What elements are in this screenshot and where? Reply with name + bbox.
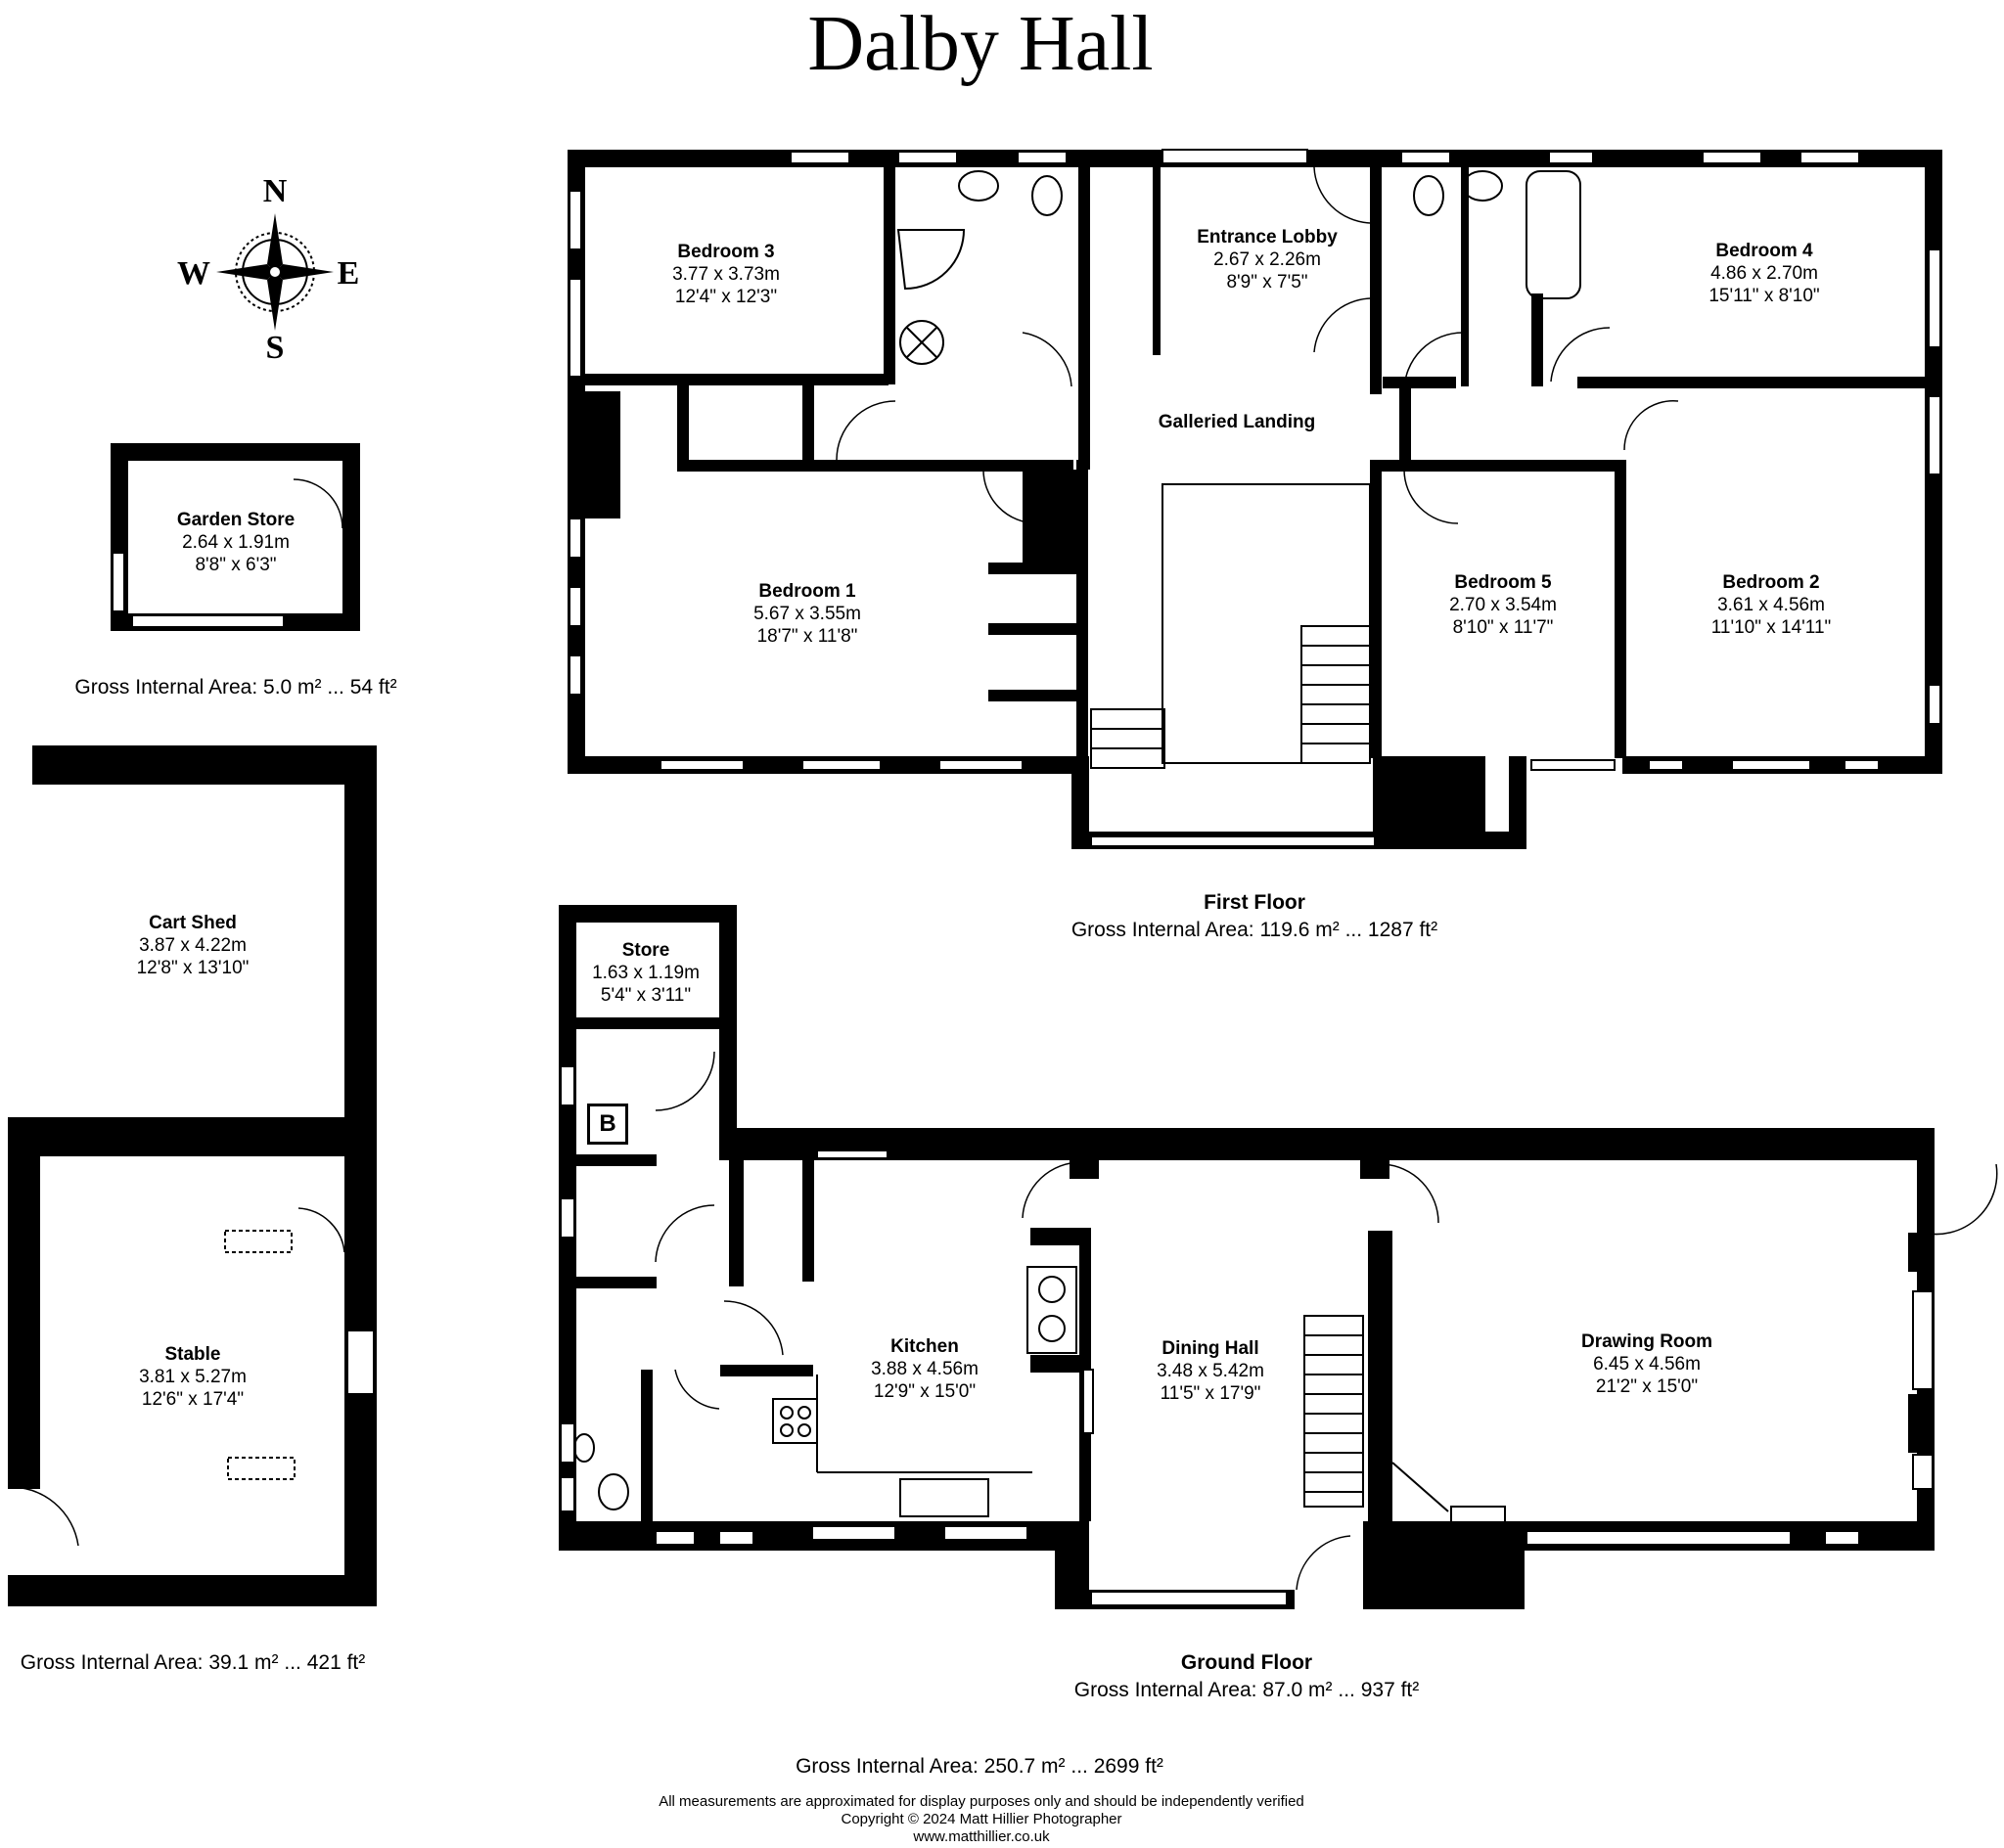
room-label-store: Store 1.63 x 1.19m 5'4" x 3'11" (592, 939, 700, 1007)
room-metric: 3.61 x 4.56m (1717, 595, 1825, 615)
room-name: Dining Hall (1161, 1338, 1259, 1359)
room-name: Garden Store (176, 510, 296, 530)
room-metric: 3.48 x 5.42m (1157, 1361, 1264, 1381)
room-name: Galleried Landing (1158, 412, 1316, 432)
compass-south: S (265, 330, 285, 366)
room-label-bedroom1: Bedroom 1 5.67 x 3.55m 18'7" x 11'8" (753, 580, 861, 648)
room-label-garden-store: Garden Store 2.64 x 1.91m 8'8" x 6'3" (177, 509, 295, 576)
room-metric: 5.67 x 3.55m (753, 604, 861, 624)
room-name: Bedroom 5 (1454, 572, 1552, 593)
room-metric: 3.87 x 4.22m (139, 935, 247, 956)
room-label-stable: Stable 3.81 x 5.27m 12'6" x 17'4" (139, 1343, 247, 1411)
compass-north: N (262, 173, 288, 209)
room-name: Cart Shed (149, 913, 237, 933)
room-imperial: 18'7" x 11'8" (756, 626, 858, 647)
room-imperial: 11'10" x 14'11" (1710, 617, 1832, 638)
stable-cart-shed-gia: Gross Internal Area: 39.1 m² ... 421 ft² (20, 1651, 366, 1674)
ground-floor-windows (560, 1065, 1934, 1606)
room-metric: 3.77 x 3.73m (672, 264, 780, 285)
first-floor-fixtures (896, 170, 1581, 769)
first-floor-windows (569, 149, 1941, 847)
room-name: Bedroom 2 (1722, 572, 1820, 593)
room-name: Stable (164, 1344, 221, 1365)
first-floor-label: First Floor (1204, 891, 1305, 914)
room-metric: 2.64 x 1.91m (182, 532, 290, 553)
room-metric: 2.70 x 3.54m (1449, 595, 1557, 615)
room-imperial: 5'4" x 3'11" (600, 985, 692, 1006)
room-label-drawing-room: Drawing Room 6.45 x 4.56m 21'2" x 15'0" (1581, 1330, 1712, 1398)
first-floor-gia: Gross Internal Area: 119.6 m² ... 1287 f… (1070, 919, 1438, 941)
room-imperial: 8'10" x 11'7" (1452, 617, 1554, 638)
total-gia: Gross Internal Area: 250.7 m² ... 2699 f… (796, 1755, 1163, 1778)
room-imperial: 12'4" x 12'3" (674, 287, 778, 307)
room-name: Kitchen (890, 1336, 959, 1357)
room-name: Drawing Room (1580, 1331, 1713, 1352)
copyright: Copyright © 2024 Matt Hillier Photograph… (841, 1811, 1122, 1827)
outbuilding-plan (8, 745, 377, 1606)
room-metric: 4.86 x 2.70m (1710, 263, 1818, 284)
disclaimer: All measurements are approximated for di… (659, 1793, 1304, 1810)
doors (7, 166, 1998, 1591)
garden-store-gia: Gross Internal Area: 5.0 m² ... 54 ft² (74, 676, 397, 699)
room-imperial: 8'9" x 7'5" (1226, 272, 1308, 293)
garden-store-plan (111, 443, 360, 631)
room-label-bedroom3: Bedroom 3 3.77 x 3.73m 12'4" x 12'3" (672, 241, 780, 308)
room-name: Entrance Lobby (1197, 227, 1338, 248)
boiler-marker: B (587, 1104, 628, 1145)
room-label-bedroom4: Bedroom 4 4.86 x 2.70m 15'11" x 8'10" (1708, 240, 1819, 307)
website: www.matthillier.co.uk (913, 1828, 1050, 1845)
ground-floor-plan (559, 905, 1935, 1609)
room-name: Bedroom 1 (758, 581, 856, 602)
room-name: Bedroom 3 (677, 242, 775, 262)
room-metric: 3.81 x 5.27m (139, 1367, 247, 1387)
compass-west: W (177, 255, 210, 292)
room-label-cart-shed: Cart Shed 3.87 x 4.22m 12'8" x 13'10" (137, 912, 250, 979)
compass-rose (216, 213, 334, 331)
room-label-bedroom2: Bedroom 2 3.61 x 4.56m 11'10" x 14'11" (1711, 571, 1832, 639)
room-imperial: 15'11" x 8'10" (1708, 286, 1820, 306)
room-label-galleried-landing: Galleried Landing (1159, 411, 1315, 433)
room-label-dining-hall: Dining Hall 3.48 x 5.42m 11'5" x 17'9" (1157, 1337, 1264, 1405)
room-metric: 2.67 x 2.26m (1213, 249, 1321, 270)
room-label-kitchen: Kitchen 3.88 x 4.56m 12'9" x 15'0" (871, 1335, 979, 1403)
ground-floor-fixtures (573, 1266, 1506, 1527)
stable-rooflights (224, 1230, 296, 1480)
room-imperial: 12'6" x 17'4" (141, 1389, 245, 1410)
room-name: Store (621, 940, 670, 961)
room-label-bedroom5: Bedroom 5 2.70 x 3.54m 8'10" x 11'7" (1449, 571, 1557, 639)
room-imperial: 8'8" x 6'3" (195, 555, 277, 575)
ground-floor-gia: Gross Internal Area: 87.0 m² ... 937 ft² (1073, 1679, 1420, 1701)
room-metric: 6.45 x 4.56m (1593, 1354, 1701, 1375)
room-imperial: 12'9" x 15'0" (873, 1381, 977, 1402)
room-name: Bedroom 4 (1715, 241, 1813, 261)
compass-east: E (337, 255, 360, 292)
room-imperial: 12'8" x 13'10" (136, 958, 250, 978)
room-metric: 1.63 x 1.19m (592, 963, 700, 983)
room-label-entrance-lobby: Entrance Lobby 2.67 x 2.26m 8'9" x 7'5" (1197, 226, 1338, 293)
room-metric: 3.88 x 4.56m (871, 1359, 979, 1379)
plan-title: Dalby Hall (807, 1, 1154, 87)
room-imperial: 11'5" x 17'9" (1160, 1383, 1261, 1404)
room-imperial: 21'2" x 15'0" (1595, 1376, 1699, 1397)
ground-floor-label: Ground Floor (1180, 1651, 1313, 1674)
